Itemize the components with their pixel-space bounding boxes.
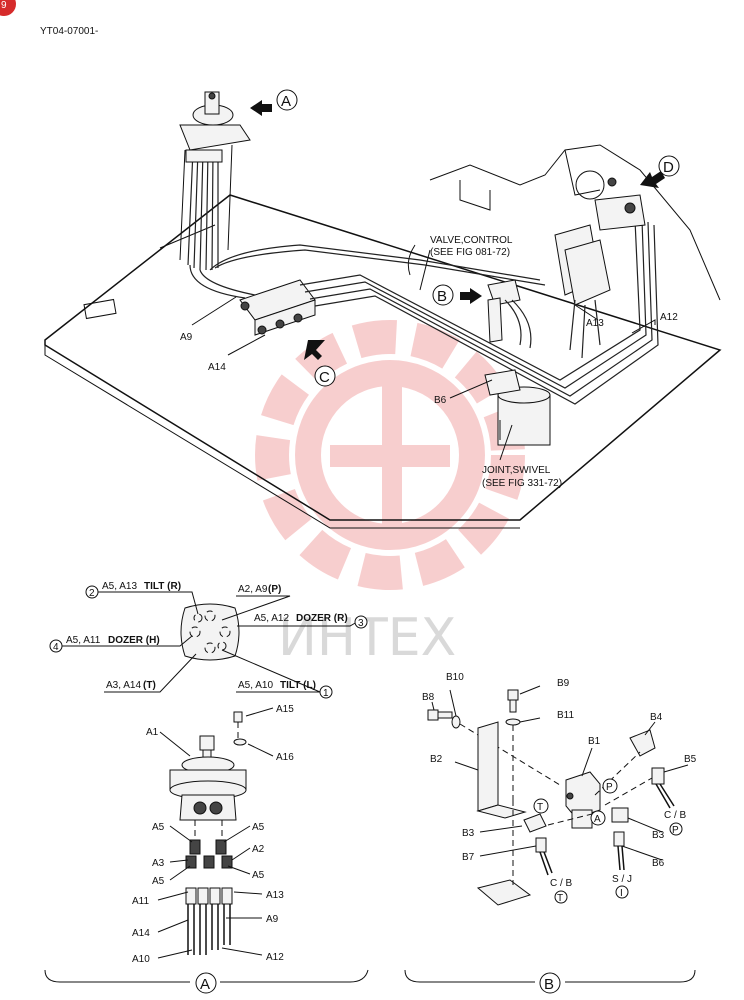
doc-code: YT04-07001-	[40, 26, 98, 37]
label-a1: A1	[146, 727, 159, 738]
svg-text:A5, A13: A5, A13	[102, 581, 137, 592]
label-b4: B4	[650, 712, 663, 723]
svg-text:T: T	[537, 802, 543, 813]
svg-text:2: 2	[89, 588, 95, 599]
svg-text:DOZER (R): DOZER (R)	[296, 613, 348, 624]
tag-cb-t: C / B	[550, 878, 573, 889]
svg-text:TILT (L): TILT (L)	[280, 680, 316, 691]
label-a5-l1: A5	[152, 822, 165, 833]
label-b3-right: B3	[652, 830, 665, 841]
label-a3: A3	[152, 858, 165, 869]
detail-b-title: B	[539, 972, 561, 994]
port-3-label: A5, A12 DOZER (R) 3	[254, 613, 368, 629]
label-a9-main: A9	[180, 332, 193, 343]
svg-text:I: I	[620, 888, 623, 899]
label-a15: A15	[276, 704, 294, 715]
port-2-label: 2 A5, A13 TILT (R)	[85, 581, 181, 599]
valve-control-label: VALVE,CONTROL	[430, 235, 513, 246]
svg-text:9: 9	[1, 0, 7, 11]
label-b9: B9	[557, 678, 570, 689]
label-a12: A12	[266, 952, 284, 963]
svg-text:A5, A11: A5, A11	[66, 635, 101, 646]
label-a16: A16	[276, 752, 294, 763]
label-b10: B10	[446, 672, 464, 683]
svg-text:B: B	[544, 976, 554, 993]
label-b7: B7	[462, 852, 475, 863]
callout-b: B	[432, 284, 482, 306]
label-b6: B6	[652, 858, 665, 869]
port-tag-a: A	[590, 810, 606, 826]
label-a11: A11	[132, 896, 149, 907]
svg-text:3: 3	[358, 618, 364, 629]
svg-text:A5, A10: A5, A10	[238, 680, 273, 691]
label-b6-main: B6	[434, 395, 447, 406]
detail-b-drawing	[427, 685, 689, 906]
tag-cb-p: C / B	[664, 810, 687, 821]
joint-swivel-ref: (SEE FIG 331-72)	[482, 478, 562, 489]
page-badge: 9	[0, 0, 16, 16]
label-a14-main: A14	[208, 362, 226, 373]
label-a9: A9	[266, 914, 279, 925]
svg-text:A: A	[594, 814, 601, 825]
port-1-label: A5, A10 TILT (L) 1	[238, 680, 333, 699]
port-tag-p: P	[602, 778, 618, 794]
port-bl-label: A3, A14 (T)	[106, 680, 156, 691]
label-b1: B1	[588, 736, 601, 747]
svg-text:B: B	[437, 288, 447, 305]
svg-text:(T): (T)	[143, 680, 156, 691]
label-a2: A2	[252, 844, 265, 855]
tag-sj: S / J	[612, 874, 632, 885]
detail-a-title: A	[195, 972, 217, 994]
svg-text:P: P	[606, 782, 613, 793]
svg-text:DOZER (H): DOZER (H)	[108, 635, 160, 646]
svg-text:1: 1	[323, 688, 329, 699]
main-view	[44, 91, 722, 529]
detail-a-bracket	[44, 969, 369, 983]
label-a10: A10	[132, 954, 150, 965]
svg-text:T: T	[557, 893, 563, 904]
valve-control-ref: (SEE FIG 081-72)	[430, 247, 510, 258]
callout-c: C	[304, 340, 336, 387]
svg-text:(P): (P)	[268, 584, 281, 595]
svg-text:A: A	[281, 93, 291, 110]
label-a13-main: A13	[586, 318, 604, 329]
label-b11: B11	[557, 710, 574, 721]
callout-a: A	[250, 89, 298, 116]
port-top-label: A2, A9 (P)	[238, 584, 281, 595]
watermark-text: ИНТЕХ	[278, 608, 456, 668]
svg-text:TILT (R): TILT (R)	[144, 581, 181, 592]
label-a5-r1: A5	[252, 822, 265, 833]
svg-text:A: A	[200, 976, 210, 993]
svg-text:A5, A12: A5, A12	[254, 613, 289, 624]
label-b3-left: B3	[462, 828, 475, 839]
port-4-label: 4 A5, A11 DOZER (H)	[49, 635, 160, 653]
callout-d: D	[640, 155, 680, 188]
label-a14: A14	[132, 928, 150, 939]
label-a5-r2: A5	[252, 870, 265, 881]
tag-cb-t-port: T	[554, 890, 568, 904]
tag-cb-p-port: P	[669, 822, 683, 836]
label-a12-main: A12	[660, 312, 678, 323]
svg-text:C: C	[319, 369, 330, 386]
port-tag-t: T	[533, 798, 549, 814]
detail-a-drawing	[157, 707, 274, 959]
label-b5: B5	[684, 754, 697, 765]
svg-text:P: P	[672, 825, 679, 836]
joint-swivel-label: JOINT,SWIVEL	[482, 465, 551, 476]
svg-text:D: D	[663, 159, 674, 176]
label-b8: B8	[422, 692, 435, 703]
label-a13: A13	[266, 890, 284, 901]
label-b2: B2	[430, 754, 443, 765]
tag-sj-port: I	[615, 885, 629, 899]
detail-b-bracket	[404, 969, 696, 983]
svg-text:A2, A9: A2, A9	[238, 584, 268, 595]
svg-text:A3, A14: A3, A14	[106, 680, 141, 691]
label-a5-l2: A5	[152, 876, 165, 887]
svg-text:4: 4	[53, 642, 59, 653]
watermark-logo	[255, 320, 525, 590]
